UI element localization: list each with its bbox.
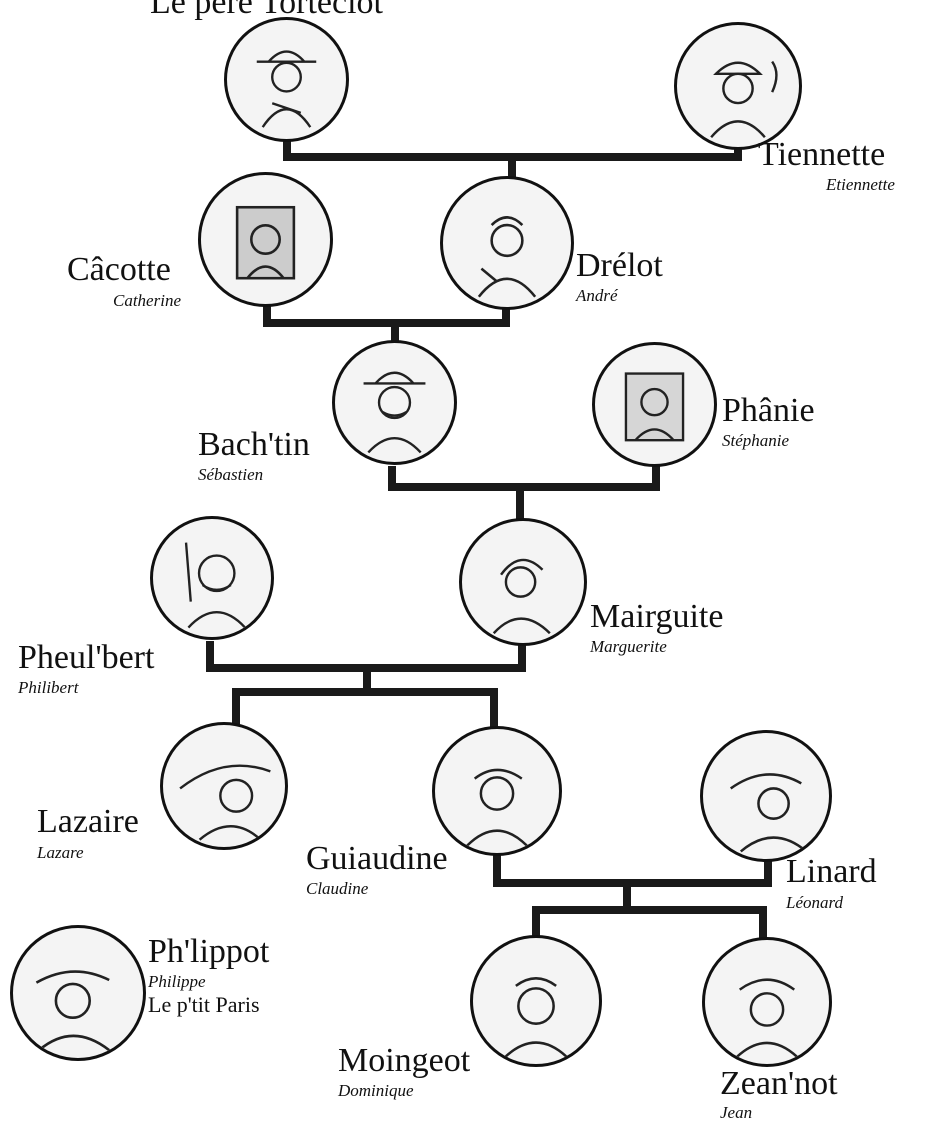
top-caption: Le père Torteclot bbox=[150, 0, 383, 20]
person-name: Guiaudine bbox=[306, 842, 448, 876]
person-name: Mairguite bbox=[590, 600, 723, 634]
child-portrait bbox=[702, 937, 832, 1067]
child-portrait bbox=[470, 935, 602, 1067]
person-given-name: Claudine bbox=[306, 880, 368, 897]
person-name: Ph'lippot bbox=[148, 935, 269, 969]
person-name: Phânie bbox=[722, 394, 815, 428]
person-nickname: Le p'tit Paris bbox=[148, 994, 260, 1016]
children-bar-gen6 bbox=[536, 910, 763, 940]
person-name: Moingeot bbox=[338, 1044, 470, 1078]
person-given-name: André bbox=[576, 287, 618, 304]
person-given-name: Léonard bbox=[786, 894, 843, 911]
boy-with-cap-portrait bbox=[10, 925, 146, 1061]
woman-with-headscarf-portrait bbox=[459, 518, 587, 646]
person-given-name: Philibert bbox=[18, 679, 78, 696]
person-given-name: Jean bbox=[720, 1104, 752, 1121]
person-given-name: Philippe bbox=[148, 973, 206, 990]
person-given-name: Sébastien bbox=[198, 466, 263, 483]
person-given-name: Dominique bbox=[338, 1082, 414, 1099]
person-name: Zean'not bbox=[720, 1067, 838, 1101]
woman-with-bonnet-portrait bbox=[674, 22, 802, 150]
person-name: Lazaire bbox=[37, 805, 139, 839]
man-with-hat-portrait bbox=[224, 17, 349, 142]
young-man-portrait bbox=[440, 176, 574, 310]
person-name: Drélot bbox=[576, 249, 663, 283]
man-with-wide-hat-portrait bbox=[160, 722, 288, 850]
person-given-name: Stéphanie bbox=[722, 432, 789, 449]
woman-portrait bbox=[592, 342, 717, 467]
person-name: Câcotte bbox=[67, 253, 171, 287]
couple-line-gen5 bbox=[497, 855, 768, 883]
man-with-hat-portrait bbox=[332, 340, 457, 465]
person-given-name: Lazare bbox=[37, 844, 84, 861]
person-name: Pheul'bert bbox=[18, 641, 154, 675]
person-given-name: Etiennette bbox=[826, 176, 895, 193]
couple-line-gen1 bbox=[287, 125, 738, 157]
couple-line-gen2 bbox=[267, 298, 506, 323]
woman-with-headscarf-portrait bbox=[432, 726, 562, 856]
children-bar-gen5 bbox=[236, 692, 494, 725]
person-name: Bach'tin bbox=[198, 428, 310, 462]
man-with-hat-portrait bbox=[150, 516, 274, 640]
person-given-name: Catherine bbox=[113, 292, 181, 309]
person-name: Tiennette bbox=[758, 138, 885, 172]
person-name: Linard bbox=[786, 855, 877, 889]
woman-portrait bbox=[198, 172, 333, 307]
person-given-name: Marguerite bbox=[590, 638, 667, 655]
man-with-hat-portrait bbox=[700, 730, 832, 862]
